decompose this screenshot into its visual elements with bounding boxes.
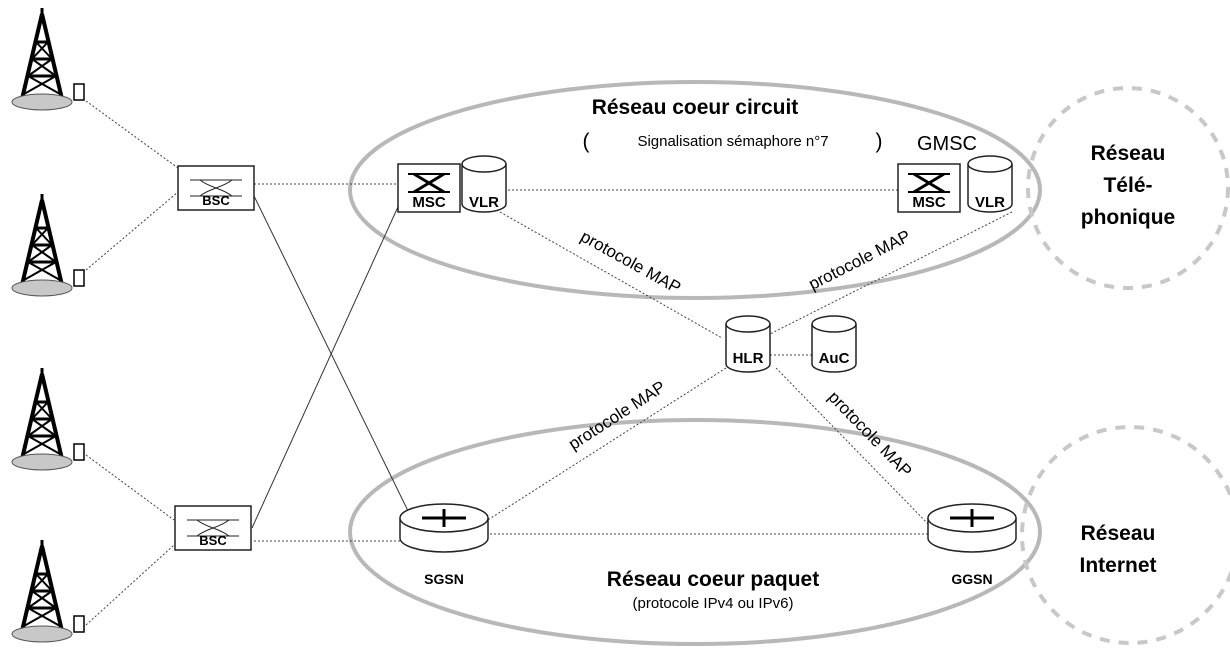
auc-node: AuC xyxy=(811,315,857,373)
core-packet-subtitle: (protocole IPv4 ou IPv6) xyxy=(633,595,794,612)
vlr-node: VLR xyxy=(461,155,507,213)
ggsn-node: GGSN xyxy=(926,502,1018,587)
bsc-links xyxy=(251,183,930,542)
map-label-hlr-ggsn: protocole MAP xyxy=(824,387,915,480)
sgsn-node: SGSN xyxy=(398,502,490,587)
map-links xyxy=(479,211,1013,527)
antenna-tower-icon xyxy=(10,538,86,644)
router-icon xyxy=(926,502,1018,554)
vlr-label: VLR xyxy=(469,194,499,211)
core-packet-ellipse xyxy=(348,418,1042,646)
gmsc-msc-label: MSC xyxy=(912,194,946,211)
core-packet-title: Réseau coeur paquet xyxy=(607,568,819,591)
hlr-label: HLR xyxy=(733,350,764,367)
telephone-network-line-1: Réseau xyxy=(1091,142,1166,165)
antenna-tower-icon xyxy=(10,366,86,472)
core-circuit-subtitle-close: ) xyxy=(876,130,883,153)
antenna-tower-icon xyxy=(10,192,86,298)
core-circuit-subtitle: Signalisation sémaphore n°7 xyxy=(637,133,828,150)
tower-links xyxy=(85,100,179,626)
ggsn-label: GGSN xyxy=(951,571,992,587)
router-icon xyxy=(398,502,490,554)
hlr-node: HLR xyxy=(725,315,771,373)
bsc-top-label: BSC xyxy=(202,193,230,208)
msc-node: MSC xyxy=(396,162,462,214)
gmsc-title: GMSC xyxy=(917,133,977,155)
map-label-hlr-sgsn: protocole MAP xyxy=(565,377,669,454)
core-circuit-subtitle-open: ( xyxy=(583,130,590,153)
msc-label: MSC xyxy=(412,194,446,211)
gmsc-vlr-node: VLR xyxy=(967,155,1013,213)
gmsc-vlr-label: VLR xyxy=(975,194,1005,211)
antenna-tower-icon xyxy=(10,6,86,112)
bsc-bottom: BSC xyxy=(174,505,252,551)
gmsc-msc-node: MSC xyxy=(896,162,962,214)
internet-network-line-1: Réseau xyxy=(1081,522,1156,545)
bsc-top: BSC xyxy=(177,165,255,211)
map-label-vlr-hlr: protocole MAP xyxy=(577,227,684,298)
sgsn-label: SGSN xyxy=(424,571,464,587)
core-circuit-ellipse xyxy=(348,80,1042,300)
internet-network-line-2: Internet xyxy=(1079,554,1156,577)
bsc-bottom-label: BSC xyxy=(199,533,227,548)
core-circuit-title: Réseau coeur circuit xyxy=(592,96,799,119)
auc-label: AuC xyxy=(819,350,850,367)
telephone-network-circle xyxy=(1026,86,1230,290)
telephone-network-line-3: phonique xyxy=(1081,206,1175,229)
telephone-network-line-2: Télé- xyxy=(1103,174,1152,197)
